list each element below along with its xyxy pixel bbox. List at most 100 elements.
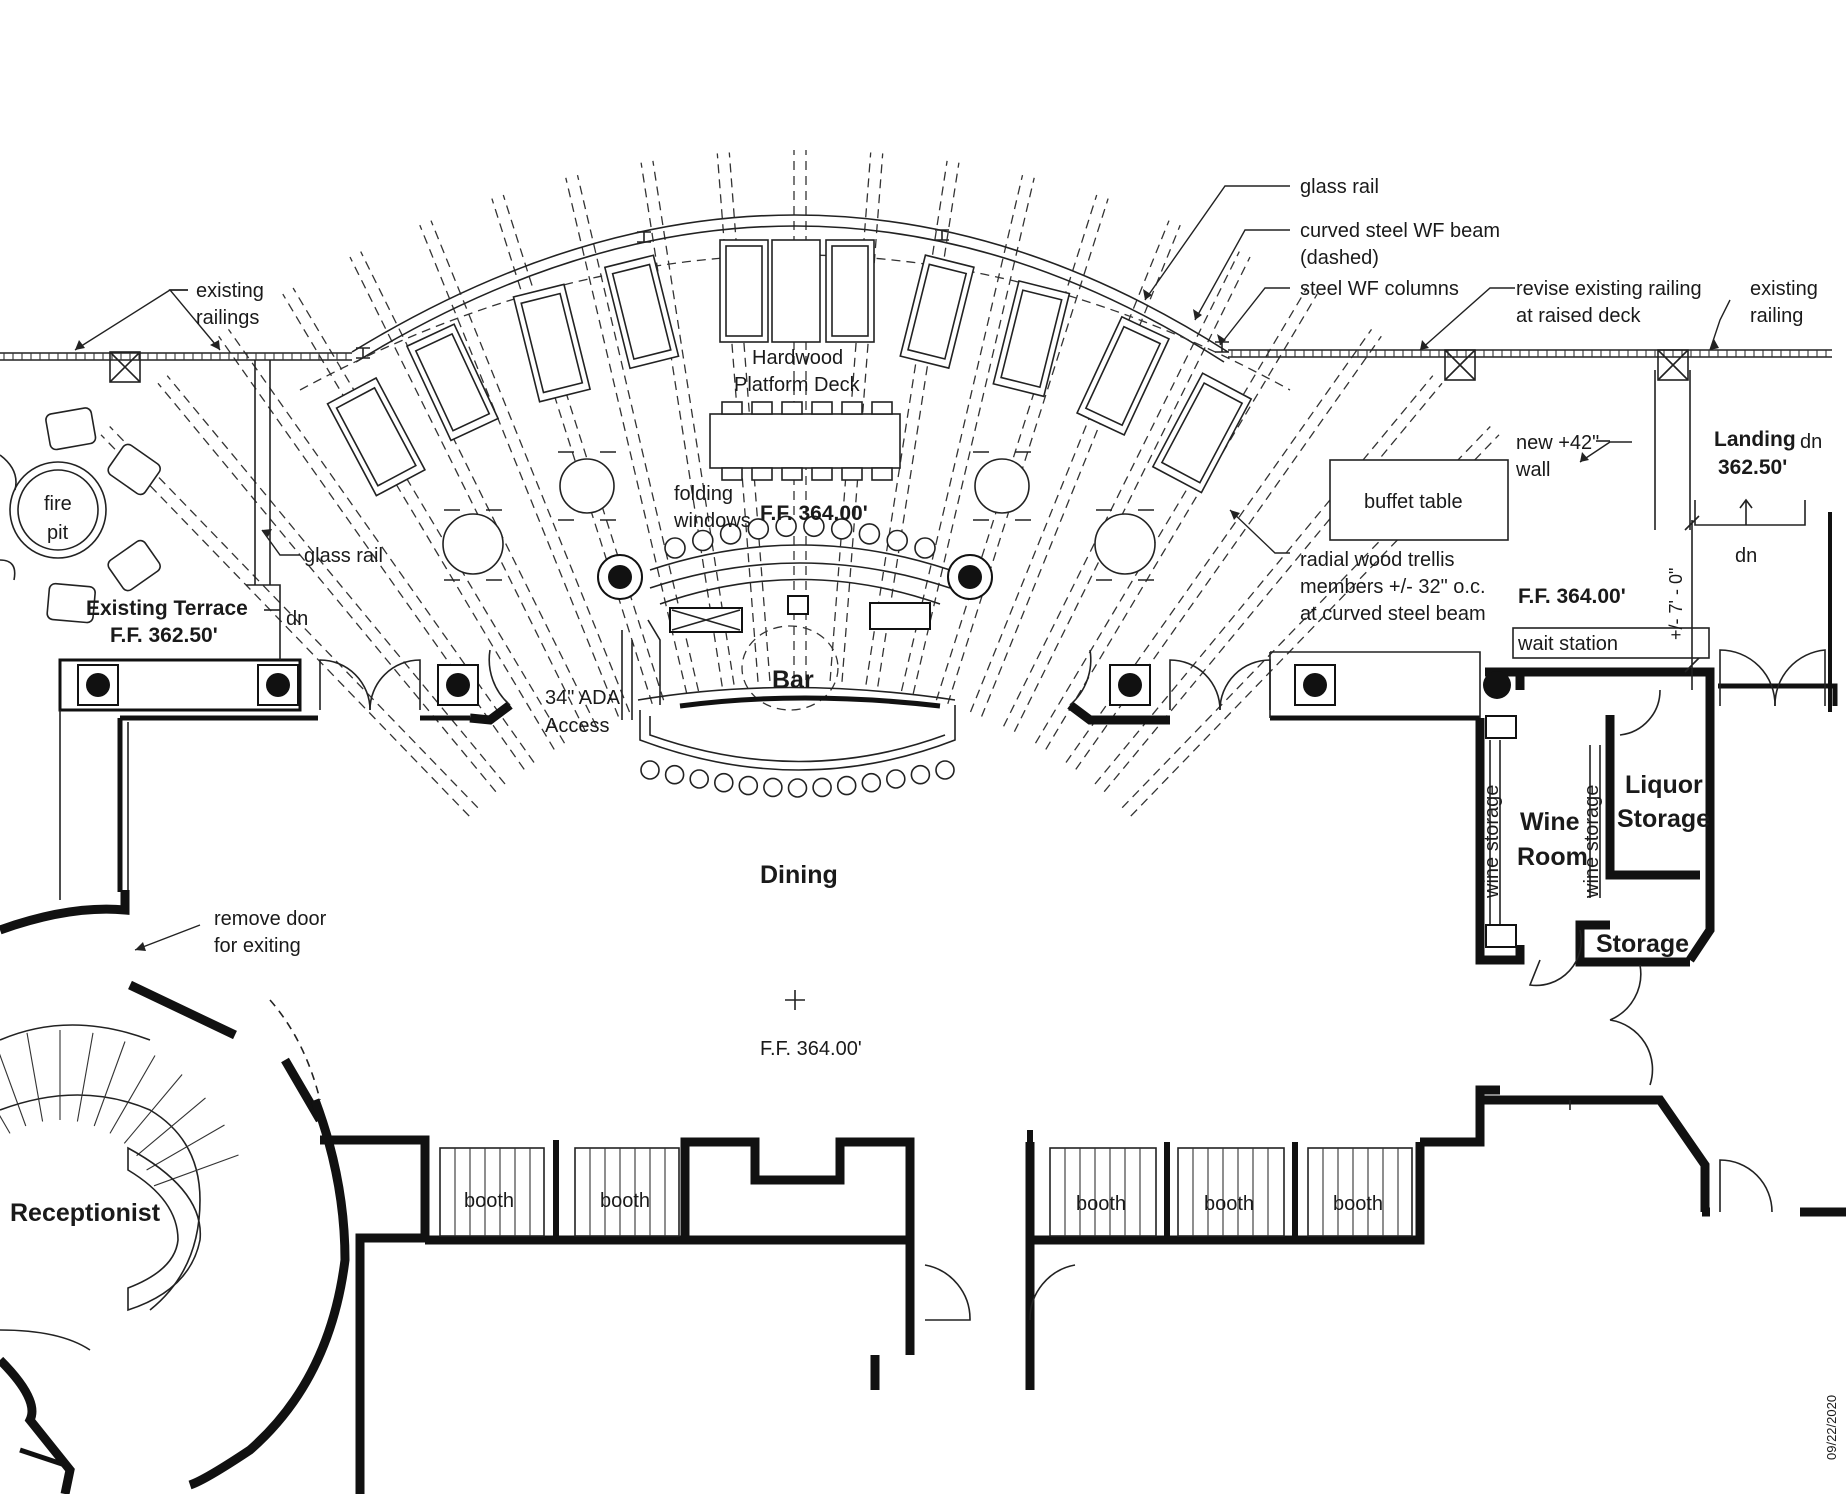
table-chair: [871, 467, 893, 481]
bar-stool: [747, 518, 770, 540]
trellis-member: [1094, 375, 1434, 785]
trellis-member: [935, 194, 1098, 701]
label-fire-pit-2: pit: [47, 522, 69, 544]
bar-stool: [935, 760, 955, 780]
trellis-member: [430, 220, 631, 713]
trellis-member: [1045, 293, 1318, 750]
stair-tread: [153, 1154, 239, 1187]
label-wait-station: wait station: [1517, 633, 1618, 655]
label-dn-landing-below: dn: [1735, 545, 1757, 567]
label-curved-beam-2: (dashed): [1300, 247, 1379, 269]
stair-tread: [0, 1114, 11, 1134]
label-dn-terrace: dn: [286, 608, 308, 630]
bar-stool: [861, 772, 882, 793]
bar-stool: [719, 523, 742, 545]
label-remove-door-2: for exiting: [214, 935, 301, 957]
label-landing-level: 362.50': [1718, 456, 1787, 479]
label-existing-terrace: Existing Terrace: [86, 597, 248, 620]
trellis-member: [1103, 382, 1443, 793]
label-existing-terrace-ff: F.F. 362.50': [110, 624, 218, 647]
annotation-leaders: [74, 185, 1753, 1110]
label-existing-railing-right-2: railing: [1750, 305, 1803, 327]
table-chair: [751, 401, 773, 415]
trellis-member: [349, 256, 587, 732]
label-radial-trellis-3: at curved steel beam: [1300, 603, 1486, 625]
label-radial-trellis-2: members +/- 32" o.c.: [1300, 576, 1486, 598]
label-dn-landing-right: dn: [1800, 431, 1822, 453]
stair-tread: [146, 1124, 225, 1171]
trellis-member: [502, 194, 665, 701]
label-buffet-table: buffet table: [1364, 491, 1463, 513]
trellis-member: [565, 177, 688, 694]
trellis-member: [157, 382, 497, 793]
door-swings: [269, 649, 1826, 1321]
label-new-wall-1: new +42": [1516, 432, 1599, 454]
cafe-tables: [442, 451, 1156, 581]
bar-stool: [664, 537, 686, 559]
trellis-member: [969, 220, 1170, 713]
label-existing-railings-left-1: existing: [196, 280, 264, 302]
bar-stool: [914, 537, 936, 559]
trellis-member: [100, 434, 470, 817]
bar-stool: [858, 523, 881, 545]
spiral-stair: [0, 1024, 239, 1351]
label-deck-2: Platform Deck: [734, 374, 861, 396]
bar-stool: [830, 518, 853, 540]
label-dining-ff: F.F. 364.00': [760, 1038, 862, 1060]
trellis-member: [1075, 335, 1382, 770]
label-steel-columns: steel WF columns: [1300, 278, 1459, 300]
trellis-member: [491, 198, 653, 704]
label-existing-railings-left-2: railings: [196, 307, 259, 329]
trellis-member: [900, 174, 1024, 692]
label-glass-rail-top: glass rail: [1300, 176, 1379, 198]
label-liquor-storage-1: Liquor: [1625, 771, 1703, 799]
bar-stool: [775, 515, 797, 538]
label-booth-4: booth: [1204, 1193, 1254, 1215]
bar-counter: [597, 515, 993, 798]
label-wine-room-1: Wine: [1520, 808, 1580, 836]
trellis-member: [360, 251, 597, 727]
curved-glass-rail: [299, 214, 1291, 391]
label-revise-railing-2: at raised deck: [1516, 305, 1642, 327]
label-deck-1: Hardwood: [752, 347, 843, 369]
label-folding-windows-1: folding: [674, 483, 733, 505]
trellis-member: [292, 287, 566, 744]
label-bar: Bar: [772, 666, 814, 694]
table-chair: [841, 401, 863, 415]
trellis-member: [652, 160, 735, 685]
trellis-member: [1034, 287, 1308, 744]
label-storage: Storage: [1596, 930, 1689, 958]
stair-tread: [136, 1097, 206, 1157]
table-chair: [811, 401, 833, 415]
table-chair: [811, 467, 833, 481]
bar-stool: [640, 760, 660, 780]
fire-pit: [0, 407, 161, 624]
bar-stool: [886, 529, 909, 552]
trellis-member: [109, 426, 479, 809]
trellis-member: [877, 162, 960, 687]
label-existing-railing-right-1: existing: [1750, 278, 1818, 300]
table-chair: [751, 467, 773, 481]
bar-stool: [787, 778, 808, 798]
bar-stool: [713, 772, 734, 793]
trellis-member: [980, 224, 1181, 717]
steel-wf-column-markers: [356, 229, 1229, 359]
label-booth-5: booth: [1333, 1193, 1383, 1215]
bar-stool: [910, 764, 931, 785]
label-booth-3: booth: [1076, 1193, 1126, 1215]
table-chair: [871, 401, 893, 415]
trellis-member: [912, 177, 1035, 694]
bar-stool: [836, 775, 857, 796]
label-landing: Landing: [1714, 428, 1796, 451]
buffet-table: [1329, 459, 1509, 541]
deck-sofas: [326, 239, 1253, 497]
table-chair: [841, 467, 863, 481]
table-chair: [781, 467, 803, 481]
trellis-member: [227, 329, 535, 763]
label-ada-access-2: Access: [545, 715, 609, 737]
bar-stool: [763, 777, 783, 798]
label-curved-beam-1: curved steel WF beam: [1300, 220, 1500, 242]
trellis-member: [166, 375, 506, 785]
label-wine-room-2: Room: [1517, 843, 1588, 871]
